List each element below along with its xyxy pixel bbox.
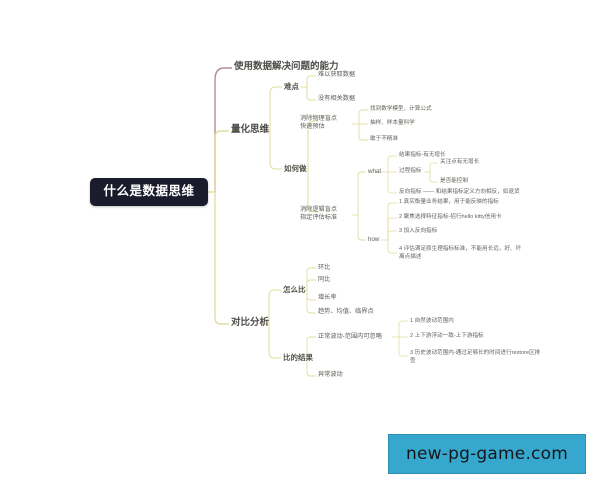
node-controllable[interactable]: 是否能控制 <box>440 178 468 184</box>
watermark-banner: new-pg-game.com <box>388 434 586 474</box>
node-normal-item-1[interactable]: 1 自然波动范围内 <box>410 318 454 324</box>
node-dare-imprecise[interactable]: 敢于不精准 <box>370 136 398 142</box>
node-how[interactable]: how <box>368 236 380 243</box>
node-normal-fluctuation[interactable]: 正常波动-范围内可忽略 <box>318 333 382 340</box>
node-normal-item-3[interactable]: 3 历史波动范围内-通过足够长的时间进行restore区排 查 <box>410 350 541 364</box>
node-normal-item-2[interactable]: 2 上下游浮动一致-上下游指标 <box>410 333 484 339</box>
root-node[interactable]: 什么是数据思维 <box>90 178 208 206</box>
node-how-item-2[interactable]: 2 聚焦选择特征指标-招行hello kitty信用卡 <box>399 214 502 220</box>
node-how-item-4[interactable]: 4 评估满足原生理指标标准，不能用长远，好、坏 离点描述 <box>399 246 522 260</box>
node-how-item-3[interactable]: 3 加入反向指标 <box>399 228 438 234</box>
node-hard-to-get-data[interactable]: 难以获取数据 <box>318 71 356 78</box>
node-find-math-model[interactable]: 找到数学模型、计算公式 <box>370 106 432 112</box>
watermark-text: new-pg-game.com <box>406 444 568 464</box>
node-year-on-year[interactable]: 同比 <box>318 276 331 283</box>
node-sampling-science[interactable]: 抽样、样本量科学 <box>370 120 415 126</box>
node-how-item-1[interactable]: 1 真实衡量业务结果，用于能反映的指标 <box>399 199 499 205</box>
branch-node-1[interactable]: 使用数据解决问题的能力 <box>234 61 339 72</box>
node-abnormal-fluctuation[interactable]: 异常波动 <box>318 371 343 378</box>
node-focus-growth[interactable]: 关注点有无增长 <box>440 159 480 165</box>
node-ring-ratio[interactable]: 环比 <box>318 264 331 271</box>
node-what[interactable]: what <box>368 168 382 175</box>
node-result-metric[interactable]: 结果指标-有无增长 <box>399 152 446 158</box>
node-growth-rate[interactable]: 增长率 <box>318 294 337 301</box>
branch-node-2[interactable]: 量化思维 <box>231 124 270 135</box>
node-trend-mean-threshold[interactable]: 趋势、均值、临界点 <box>318 308 374 315</box>
node-how-to-do[interactable]: 如何做 <box>284 164 307 173</box>
node-compare-result[interactable]: 比的结果 <box>283 353 313 362</box>
node-how-to-compare[interactable]: 怎么比 <box>283 285 306 294</box>
node-no-related-data[interactable]: 没有相关数据 <box>318 95 356 102</box>
node-nandian[interactable]: 难点 <box>284 82 299 91</box>
node-reverse-metric[interactable]: 反向指标 —— 和结果指标定义方向相反，如退货 <box>399 189 520 195</box>
branch-node-3[interactable]: 对比分析 <box>231 317 270 328</box>
node-remove-logic-blindspot[interactable]: 消除逻辑盲点 指定评估标准 <box>300 206 338 222</box>
node-process-metric[interactable]: 过程指标 <box>399 168 422 174</box>
node-remove-physical-blindspot[interactable]: 消除物理盲点 快速预估 <box>300 115 338 131</box>
